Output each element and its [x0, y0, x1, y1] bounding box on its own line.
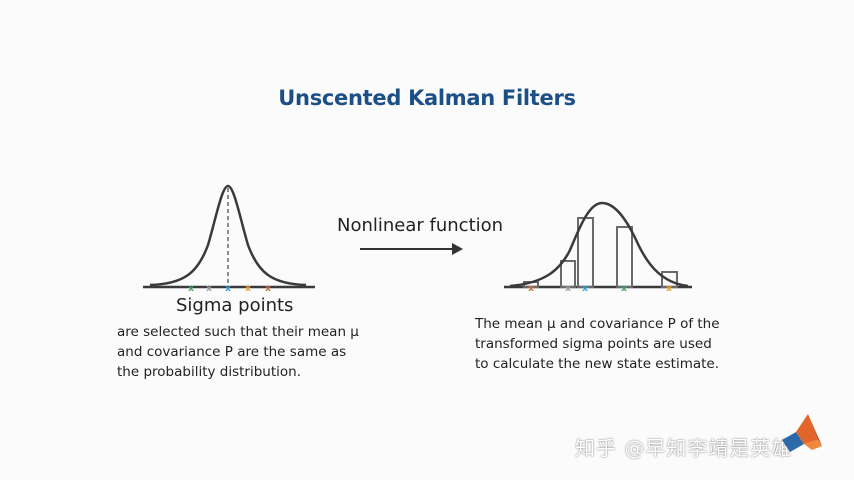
- sigma-point: x: [582, 284, 588, 294]
- right-description-line: transformed sigma points are used: [475, 336, 712, 352]
- sigma-point: x: [188, 284, 194, 294]
- left-description-line: the probability distribution.: [117, 364, 301, 380]
- sigma-point: x: [565, 284, 571, 294]
- sigma-point: x: [666, 284, 672, 294]
- matlab-logo-icon: [782, 414, 822, 452]
- left-description: are selected such that their mean μ and …: [117, 322, 417, 382]
- left-gaussian: x x x x x: [143, 184, 315, 294]
- right-curve: [509, 201, 689, 288]
- left-sigma-points: x x x x x: [188, 284, 271, 294]
- left-description-line: are selected such that their mean μ: [117, 324, 359, 340]
- arrow: [360, 243, 463, 255]
- histogram-bar: [616, 226, 633, 288]
- right-description: The mean μ and covariance P of the trans…: [475, 314, 775, 374]
- histogram-bar: [661, 271, 678, 288]
- right-distribution: x x x x x: [504, 201, 692, 294]
- sigma-point: x: [206, 284, 212, 294]
- arrow-label: Nonlinear function: [337, 215, 504, 236]
- sigma-point: x: [528, 284, 534, 294]
- arrow-head: [452, 243, 463, 255]
- slide-title: Unscented Kalman Filters: [278, 86, 576, 110]
- right-description-line: The mean μ and covariance P of the: [475, 316, 720, 332]
- right-sigma-points: x x x x x: [528, 284, 672, 294]
- watermark: 知乎 @早知李靖是英雄: [575, 436, 793, 460]
- sigma-point: x: [225, 284, 231, 294]
- left-curve: [149, 184, 307, 287]
- sigma-point: x: [265, 284, 271, 294]
- sigma-point: x: [245, 284, 251, 294]
- sigma-points-label: Sigma points: [176, 295, 294, 316]
- left-description-line: and covariance P are the same as: [117, 344, 347, 360]
- right-description-line: to calculate the new state estimate.: [475, 356, 720, 372]
- sigma-point: x: [621, 284, 627, 294]
- histogram-bar: [560, 260, 576, 288]
